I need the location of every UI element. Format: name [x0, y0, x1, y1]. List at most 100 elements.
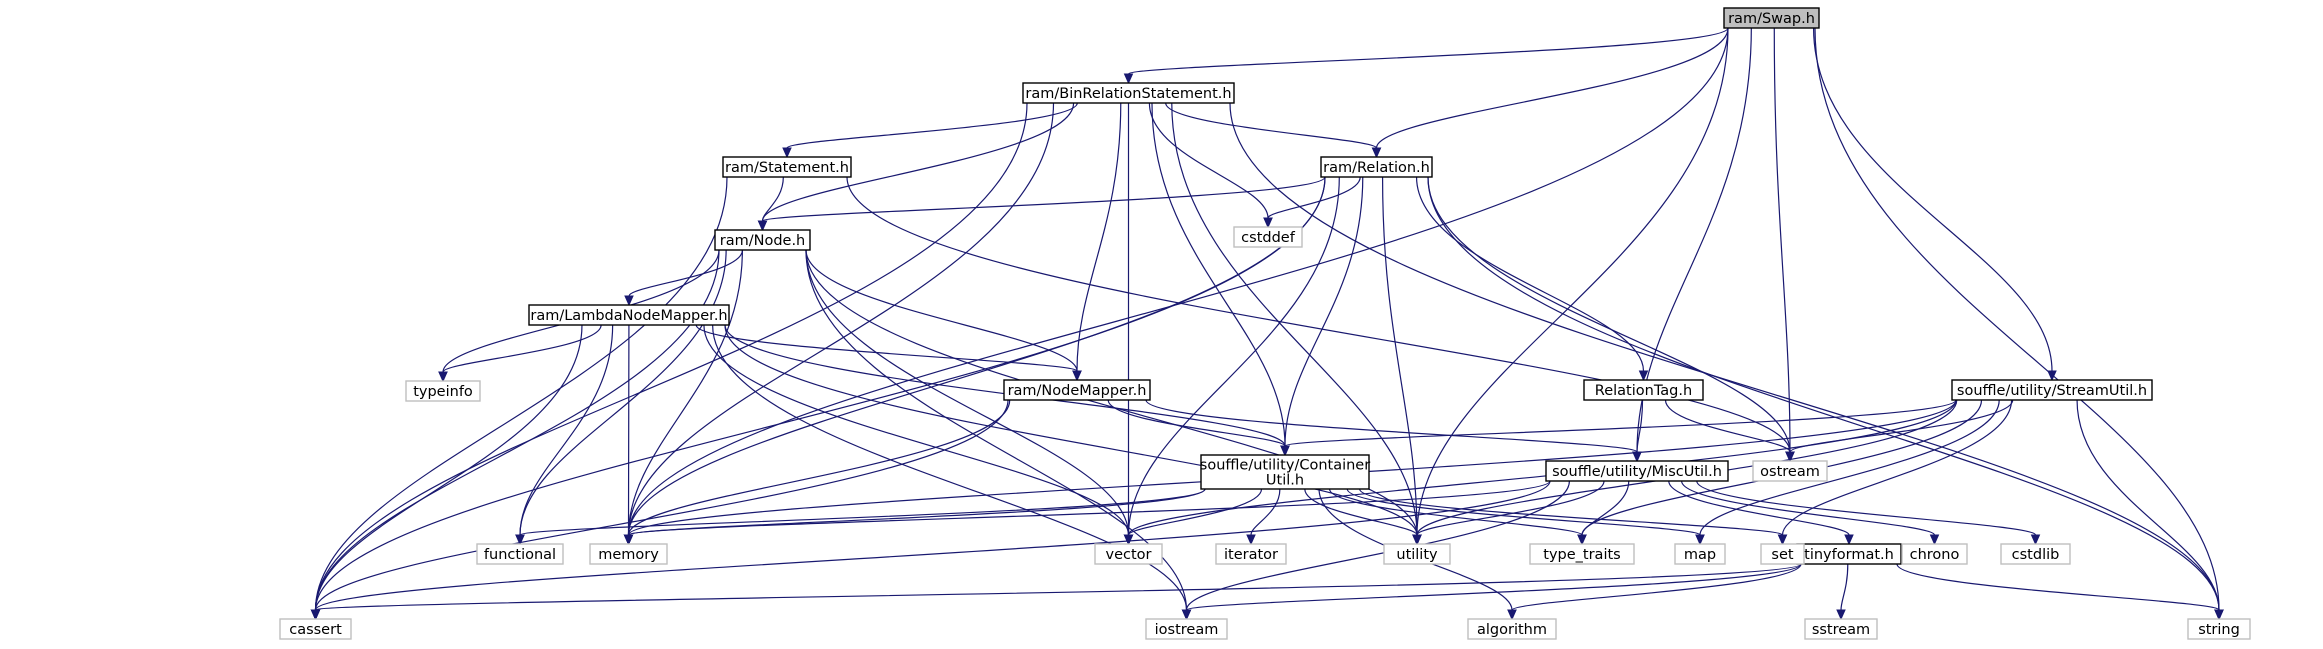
edge-lambda-to-nodemapper: [695, 324, 1082, 382]
node-label: RelationTag.h: [1595, 383, 1692, 399]
edge-swap-to-binrel: [1123, 27, 1729, 85]
node-lambda[interactable]: ram/LambdaNodeMapper.h: [528, 304, 730, 326]
node-cstddef: cstddef: [1233, 226, 1303, 248]
edge-relation-to-node: [757, 176, 1326, 232]
node-set: set: [1760, 543, 1805, 565]
node-label: map: [1684, 547, 1716, 563]
node-label: ram/BinRelationStatement.h: [1025, 86, 1231, 102]
node-relation[interactable]: ram/Relation.h: [1320, 156, 1433, 178]
node-label: tinyformat.h: [1804, 547, 1894, 563]
edge-node-to-nodemapper: [805, 249, 1082, 382]
edge-tinyformat-to-iostream: [1181, 563, 1802, 621]
node-string: string: [2187, 618, 2251, 640]
node-label: cstddef: [1241, 230, 1296, 246]
edge-tinyformat-to-string: [1896, 563, 2224, 621]
node-label: ram/Statement.h: [725, 160, 849, 176]
node-label: souffle/utility/MiscUtil.h: [1552, 464, 1722, 480]
node-label: chrono: [1910, 547, 1960, 563]
node-label: vector: [1106, 547, 1152, 563]
node-binrel[interactable]: ram/BinRelationStatement.h: [1022, 82, 1235, 104]
node-map: map: [1674, 543, 1726, 565]
edge-miscutil-to-utility: [1412, 480, 1605, 546]
edge-binrel-to-nodemapper: [1072, 102, 1122, 382]
node-label: algorithm: [1477, 622, 1547, 638]
edge-binrel-to-cassert: [310, 102, 1028, 621]
edge-streamutil-to-string: [2076, 399, 2224, 621]
edge-miscutil-to-cstdlib: [1696, 480, 2041, 546]
edge-relation-to-containerutil: [1280, 176, 1364, 457]
edge-relationtag-to-ostream: [1664, 399, 1795, 463]
node-cassert: cassert: [279, 618, 352, 640]
node-vector: vector: [1094, 543, 1163, 565]
edge-tinyformat-to-sstream: [1836, 563, 1849, 621]
edge-lambda-to-iostream: [712, 324, 1192, 621]
edge-nodemapper-to-containerutil: [1107, 399, 1290, 457]
edge-miscutil-to-type_traits: [1577, 480, 1630, 546]
edge-miscutil-to-memory: [623, 480, 1551, 546]
node-label: set: [1771, 547, 1793, 563]
node-label: string: [2198, 622, 2240, 638]
node-nodemapper[interactable]: ram/NodeMapper.h: [1003, 379, 1151, 401]
edge-layer: [310, 27, 2224, 621]
node-node[interactable]: ram/Node.h: [714, 229, 811, 251]
node-label: ram/LambdaNodeMapper.h: [530, 308, 727, 324]
node-label: souffle/utility/StreamUtil.h: [1957, 383, 2147, 399]
node-iostream: iostream: [1145, 618, 1228, 640]
node-typeinfo: typeinfo: [405, 380, 481, 402]
node-statement[interactable]: ram/Statement.h: [722, 156, 852, 178]
node-label: memory: [598, 547, 659, 563]
edge-streamutil-to-containerutil: [1280, 399, 1957, 457]
node-label: ram/NodeMapper.h: [1008, 383, 1147, 399]
node-label: iterator: [1224, 547, 1278, 563]
edge-miscutil-to-tinyformat: [1668, 480, 1854, 546]
edge-containerutil-to-iterator: [1246, 488, 1281, 546]
node-iterator: iterator: [1215, 543, 1287, 565]
edge-binrel-to-statement: [782, 102, 1078, 159]
node-miscutil[interactable]: souffle/utility/MiscUtil.h: [1545, 460, 1729, 482]
node-label: ostream: [1760, 464, 1820, 480]
node-label: ram/Relation.h: [1323, 160, 1430, 176]
node-label: Util.h: [1266, 473, 1304, 489]
edge-swap-to-streamutil: [1812, 27, 2057, 382]
node-type-traits: type_traits: [1529, 543, 1635, 565]
node-functional: functional: [476, 543, 564, 565]
edge-miscutil-to-chrono: [1681, 480, 1940, 546]
edge-relation-to-relationtag: [1415, 176, 1649, 382]
node-memory: memory: [589, 543, 668, 565]
node-label: sstream: [1812, 622, 1870, 638]
node-label: ram/Swap.h: [1728, 11, 1815, 27]
edge-tinyformat-to-cassert: [310, 563, 1802, 621]
node-swap[interactable]: ram/Swap.h: [1723, 7, 1820, 29]
node-label: type_traits: [1543, 547, 1620, 563]
edge-containerutil-to-functional: [515, 488, 1206, 546]
edge-swap-to-string: [1814, 27, 2224, 621]
edge-node-to-memory: [623, 249, 743, 546]
node-label: functional: [484, 547, 556, 563]
node-algorithm: algorithm: [1467, 618, 1557, 640]
edge-swap-to-relation: [1371, 27, 1729, 159]
node-label: typeinfo: [413, 384, 473, 400]
node-cstdlib: cstdlib: [2000, 543, 2071, 565]
node-label: utility: [1396, 547, 1438, 563]
node-label: souffle/utility/Container: [1200, 458, 1370, 474]
node-streamutil[interactable]: souffle/utility/StreamUtil.h: [1951, 379, 2153, 401]
node-ostream: ostream: [1752, 460, 1828, 482]
node-label: iostream: [1155, 622, 1219, 638]
edge-tinyformat-to-algorithm: [1507, 563, 1802, 621]
edge-swap-to-ostream: [1773, 27, 1795, 463]
node-layer: ram/Swap.h ram/BinRelationStatement.h ram/…: [279, 7, 2251, 640]
edge-relation-to-ostream: [1427, 176, 1795, 463]
edge-nodemapper-to-cassert: [310, 399, 1009, 621]
node-label: ram/Node.h: [720, 233, 806, 249]
node-tinyformat[interactable]: tinyformat.h: [1796, 543, 1902, 565]
node-chrono: chrono: [1901, 543, 1968, 565]
edge-containerutil-to-vector: [1123, 488, 1263, 546]
edge-binrel-to-relation: [1165, 102, 1382, 159]
edge-lambda-to-functional: [515, 324, 614, 546]
node-utility: utility: [1383, 543, 1451, 565]
edge-lambda-to-typeinfo: [438, 324, 602, 383]
edge-containerutil-to-set: [1359, 488, 1788, 546]
node-relationtag[interactable]: RelationTag.h: [1583, 379, 1704, 401]
